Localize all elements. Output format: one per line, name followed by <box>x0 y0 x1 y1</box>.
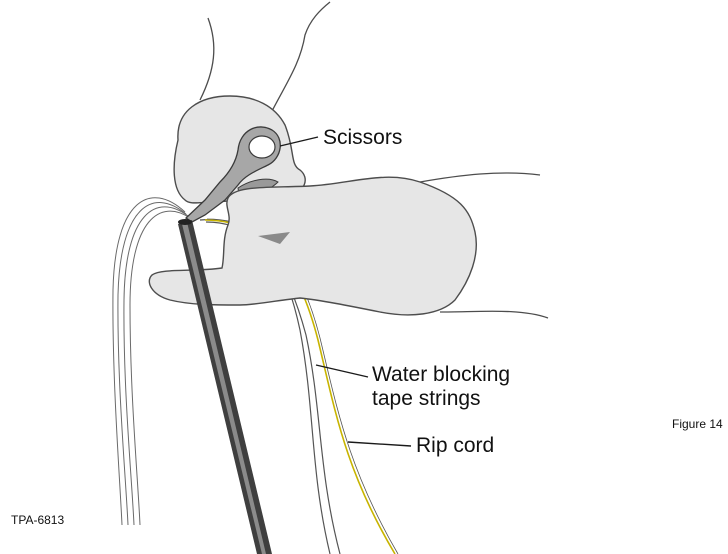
label-scissors: Scissors <box>323 126 402 150</box>
label-rip-cord: Rip cord <box>416 434 494 458</box>
figure-caption: Figure 14 <box>672 417 723 431</box>
label-water-blocking-tape-strings: Water blocking tape strings <box>372 363 510 411</box>
figure-id: TPA-6813 <box>11 513 64 527</box>
label-water-blocking-line2: tape strings <box>372 387 510 411</box>
label-water-blocking-line1: Water blocking <box>372 363 510 387</box>
fiber-strands <box>113 198 190 525</box>
